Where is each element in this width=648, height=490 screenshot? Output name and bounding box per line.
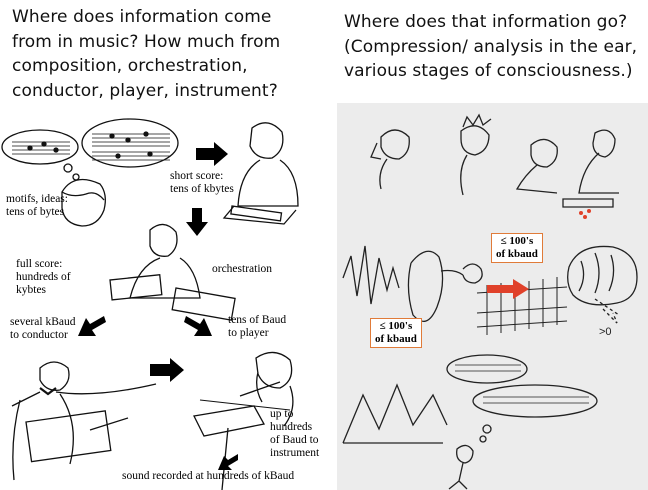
right-heading: Where does that information go? (Compres… xyxy=(344,10,644,84)
arrow-right-mid xyxy=(150,358,184,382)
label-short-score: short score: tens of kbytes xyxy=(170,170,234,196)
listener-2 xyxy=(461,115,491,195)
opera-house-sketch xyxy=(343,385,447,443)
writer-figure xyxy=(238,123,298,206)
arrow-right-top xyxy=(196,142,228,166)
thought-bubble-motif xyxy=(2,130,78,164)
rate-box-lower: ≤ 100's of kbaud xyxy=(370,318,422,348)
composer-head xyxy=(62,180,105,227)
rate-box-upper: ≤ 100's of kbaud xyxy=(491,233,543,263)
arrow-down-top xyxy=(186,208,208,236)
arrow-right-down xyxy=(184,316,212,336)
label-motifs: motifs, ideas: tens of bytes xyxy=(6,193,68,219)
red-arrow xyxy=(487,279,529,299)
left-heading: Where does information come from in musi… xyxy=(12,5,317,103)
thought-bubble-upper xyxy=(447,355,527,383)
ear-sketch xyxy=(408,251,482,321)
right-sketch: >0 xyxy=(337,103,648,490)
label-orchestration: orchestration xyxy=(212,263,272,276)
label-to-instrument: up to hundreds of Baud to instrument xyxy=(270,408,319,460)
label-to-player: tens of Baud to player xyxy=(228,314,286,340)
listener-3 xyxy=(517,139,557,193)
arrow-sound-down xyxy=(218,454,238,470)
note-symbol: >0 xyxy=(599,326,612,338)
label-sound-recorded: sound recorded at hundreds of kBaud xyxy=(122,470,294,483)
walking-figure xyxy=(449,445,473,489)
listener-1 xyxy=(371,130,409,189)
label-to-conductor: several kBaud to conductor xyxy=(10,316,75,342)
orchestrator-figure xyxy=(130,224,200,298)
arrow-left-down xyxy=(78,316,106,336)
listener-4 xyxy=(563,130,619,207)
waveform xyxy=(343,246,399,304)
label-full-score: full score: hundreds of kybtes xyxy=(16,258,71,297)
brain-sketch xyxy=(568,246,637,304)
thought-bubble-lower xyxy=(473,385,597,417)
